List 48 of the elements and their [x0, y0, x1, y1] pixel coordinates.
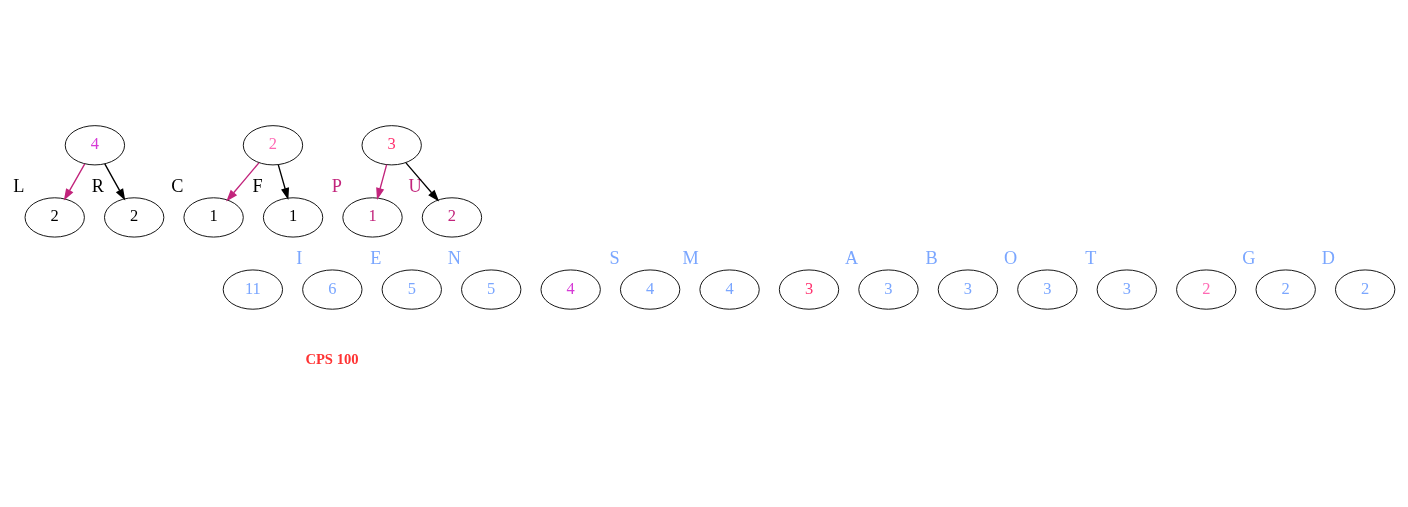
node-ellipse: 11: [222, 269, 283, 310]
node-ellipse: 5: [461, 269, 522, 310]
node-ellipse: 2: [1176, 269, 1237, 310]
node-label: E: [370, 248, 382, 269]
node-ellipse: 3: [778, 269, 840, 310]
node-ellipse: 4: [540, 269, 601, 310]
node-ellipse: 3: [1096, 269, 1157, 310]
node-ellipse: 1: [342, 197, 403, 238]
node-ellipse: 5: [381, 269, 442, 310]
node-ellipse: 3: [858, 269, 919, 310]
node-label: R: [91, 176, 104, 197]
node-label: O: [1003, 248, 1018, 269]
node-label: T: [1085, 248, 1097, 269]
arrow: [376, 164, 388, 200]
label: CPS 100: [305, 351, 359, 368]
node-label: C: [171, 176, 184, 197]
node-ellipse: 2: [1335, 269, 1396, 310]
node-ellipse: 3: [937, 269, 999, 310]
node-label: G: [1242, 248, 1256, 269]
arrow: [277, 164, 290, 200]
node-ellipse: 2: [1255, 269, 1316, 310]
node-ellipse: 2: [24, 197, 85, 238]
node-label: N: [447, 248, 462, 269]
node-label: M: [682, 248, 699, 269]
node-label: P: [331, 176, 343, 197]
arrow: [405, 162, 440, 202]
node-ellipse: 2: [421, 197, 483, 238]
node-ellipse: 4: [699, 269, 760, 310]
node-label: B: [925, 248, 938, 269]
node-ellipse: 2: [104, 197, 165, 238]
node-ellipse: 6: [302, 269, 363, 310]
arrow: [63, 163, 86, 201]
node-ellipse: 4: [620, 269, 681, 310]
node-ellipse: 1: [183, 197, 244, 238]
node-ellipse: 1: [262, 197, 324, 238]
node-label: S: [609, 248, 620, 269]
node-label: A: [845, 248, 859, 269]
arrow: [104, 163, 126, 201]
node-ellipse: 3: [1017, 269, 1078, 310]
node-label: F: [252, 176, 263, 197]
node-label: L: [13, 176, 25, 197]
node-ellipse: 2: [242, 125, 304, 166]
node-label: D: [1321, 248, 1335, 269]
node-ellipse: 3: [361, 125, 422, 166]
node-ellipse: 4: [64, 125, 126, 166]
node-label: I: [296, 248, 303, 269]
arrow: [226, 162, 260, 202]
node-label: U: [408, 176, 422, 197]
